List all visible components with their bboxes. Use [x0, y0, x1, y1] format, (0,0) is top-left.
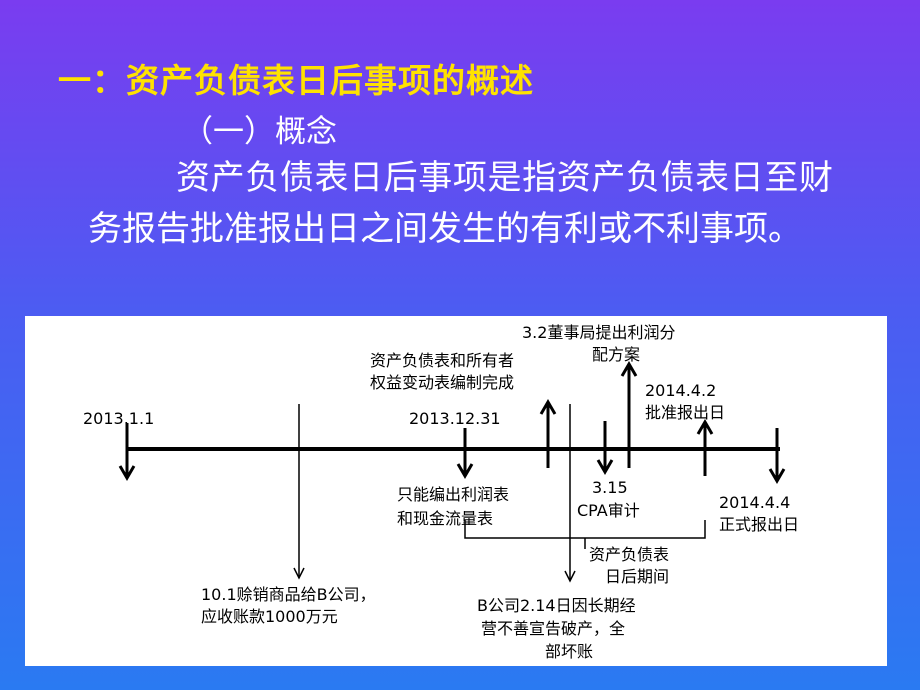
date-2013-12-31: 2013.12.31	[409, 409, 501, 428]
credit-sale-line1: 10.1赊销商品给B公司，	[201, 585, 376, 604]
bankruptcy-line1: B公司2.14日因长期经	[477, 596, 636, 615]
section-subtitle: （一）概念	[182, 114, 337, 150]
only-income-line1: 只能编出利润表	[397, 485, 510, 504]
board-proposal-line2: 配方案	[592, 345, 641, 364]
statements-done-line2: 权益变动表编制完成	[370, 373, 515, 392]
publish-date: 2014.4.4	[719, 493, 791, 512]
subsequent-period-line1: 资产负债表	[589, 545, 670, 564]
date-2013-1-1: 2013.1.1	[83, 409, 155, 428]
bankruptcy-line2: 营不善宣告破产，全	[481, 619, 626, 638]
cpa-date: 3.15	[592, 478, 628, 497]
board-proposal-line1: 3.2董事局提出利润分	[522, 323, 676, 342]
timeline-graphics	[118, 361, 786, 583]
statements-done-line1: 资产负债表和所有者	[370, 351, 515, 370]
only-income-line2: 和现金流量表	[397, 509, 494, 528]
cpa-label: CPA审计	[577, 501, 640, 520]
credit-sale-line2: 应收账款1000万元	[201, 607, 338, 626]
slide-title: 一：资产负债表日后事项的概述	[58, 61, 534, 100]
concept-definition: 资产负债表日后事项是指资产负债表日至财务报告批准报出日之间发生的有利或不利事项。	[88, 158, 833, 249]
bankruptcy-line3: 部坏账	[545, 642, 594, 661]
timeline-diagram: 2013.1.1 2013.12.31 资产负债表和所有者 权益变动表编制完成 …	[25, 316, 887, 666]
publish-label: 正式报出日	[719, 515, 800, 534]
period-bracket	[464, 520, 706, 539]
approve-date: 2014.4.2	[645, 381, 717, 400]
approve-label: 批准报出日	[645, 403, 726, 422]
subsequent-period-line2: 日后期间	[605, 567, 670, 586]
